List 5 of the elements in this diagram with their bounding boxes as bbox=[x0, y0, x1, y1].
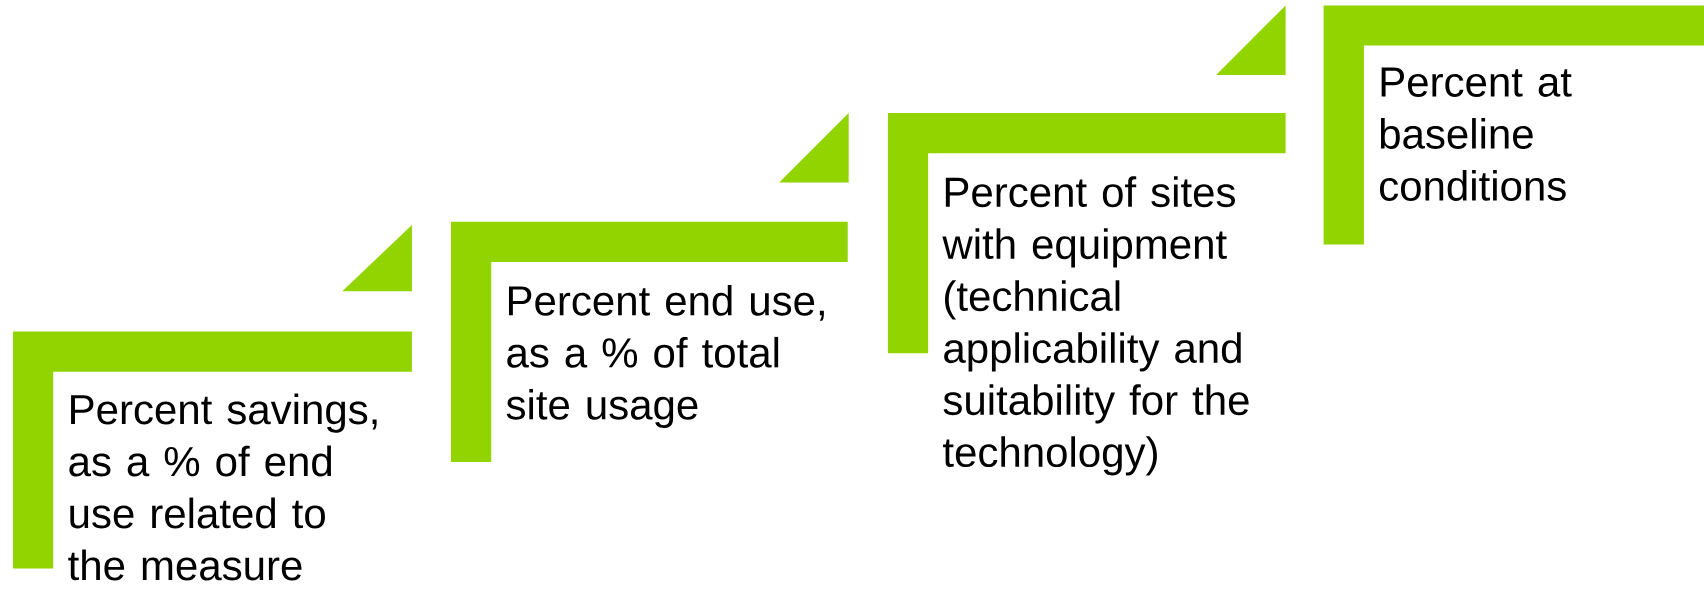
step-bracket: Percent at baseline conditions bbox=[1323, 5, 1704, 245]
step-bracket: Percent end use, as a % of total site usage bbox=[451, 221, 848, 462]
step-bracket: Percent of sites with equipment (technical applicability and suitability for the technology) bbox=[887, 113, 1286, 476]
node-label: suitability for the technology) bbox=[943, 384, 1249, 476]
step-bracket: Percent savings, as a % of end use related to the measure bbox=[13, 331, 412, 581]
